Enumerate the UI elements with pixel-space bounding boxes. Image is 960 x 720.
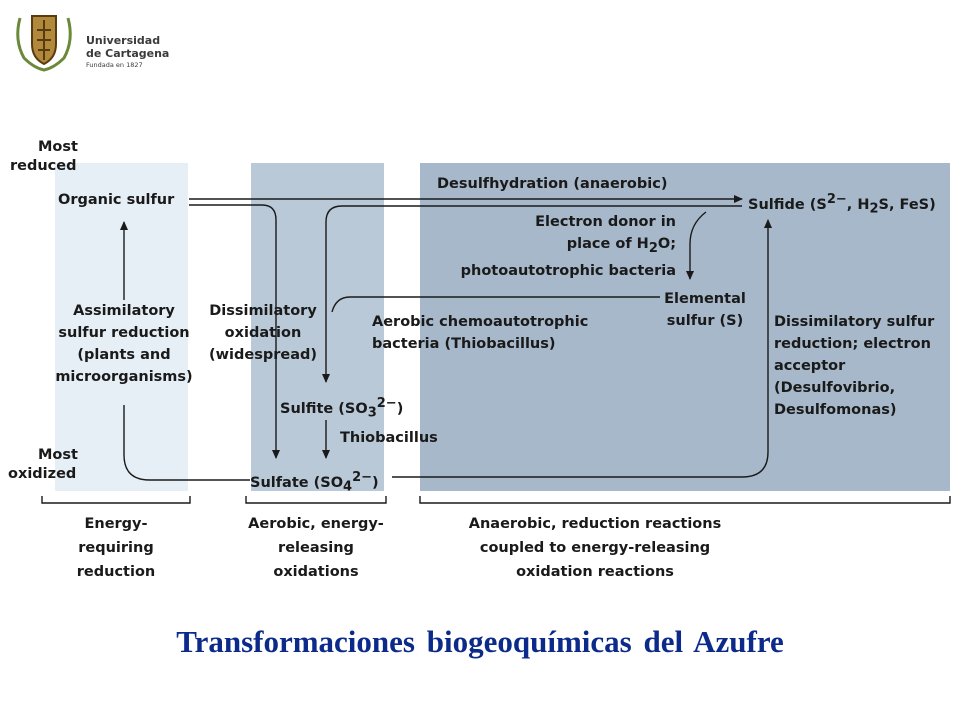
university-tagline: Fundada en 1827 [86, 61, 143, 69]
label-aerobic-releasing-line1: Aerobic, energy- [248, 516, 384, 532]
node-elemental-sulfur: Elemental sulfur (S) [655, 288, 755, 332]
label-dissimilatory-reduction-line1: Dissimilatory sulfur [774, 314, 935, 330]
bracket-mid [245, 496, 387, 504]
node-sulfide: Sulfide (S2−, H2S, FeS) [748, 189, 936, 221]
label-dissimilatory-reduction: Dissimilatory sulfur reduction; electron… [774, 311, 934, 421]
band-anaerobic [420, 163, 950, 491]
node-elemental-sulfur-line1: Elemental [664, 291, 746, 307]
label-anaerobic-reduction-line2: coupled to energy-releasing [479, 540, 711, 556]
node-sulfide-text-b: , H [846, 196, 870, 213]
node-sulfate-superscript: 2− [352, 470, 373, 485]
arrow-dissimilatory-oxidation [189, 204, 280, 459]
node-sulfate-text: Sulfate (SO [250, 474, 344, 491]
band-assimilatory [55, 163, 188, 491]
label-dissimilatory-oxidation-line2: oxidation [224, 325, 302, 341]
university-name-line2: de Cartagena [86, 47, 170, 60]
label-dissimilatory-oxidation-line1: Dissimilatory [209, 303, 317, 319]
label-most-oxidized-line1: Most [38, 447, 78, 463]
label-electron-donor-line2: place of H2O; [430, 233, 676, 260]
label-electron-donor-line1: Electron donor in [535, 214, 676, 230]
arrow-elemental-to-sulfite [331, 296, 660, 313]
label-thiobacillus: Thiobacillus [340, 430, 438, 446]
node-sulfate: Sulfate (SO42−) [250, 467, 379, 499]
label-energy-requiring-line1: Energy- [84, 516, 148, 532]
label-anaerobic-reduction-line1: Anaerobic, reduction reactions [468, 516, 722, 532]
label-aerobic-chemo: Aerobic chemoautotrophic bacteria (Thiob… [372, 311, 588, 355]
label-anaerobic-reduction: Anaerobic, reduction reactions coupled t… [440, 512, 750, 584]
band-aerobic [251, 163, 384, 491]
node-sulfite-text: Sulfite (SO [280, 400, 368, 417]
label-dissimilatory-oxidation: Dissimilatory oxidation (widespread) [198, 300, 328, 366]
bracket-left [41, 496, 191, 504]
label-electron-donor-line3: photoautotrophic bacteria [460, 262, 676, 279]
label-assimilatory-line4: microorganisms) [55, 369, 193, 385]
label-anaerobic-reduction-line3: oxidation reactions [516, 564, 674, 580]
node-sulfite-subscript: 3 [367, 405, 377, 421]
label-aerobic-releasing-line3: oxidations [273, 564, 359, 580]
label-energy-requiring: Energy- requiring reduction [40, 512, 192, 584]
node-sulfide-superscript: 2− [826, 192, 847, 207]
label-assimilatory-line1: Assimilatory [73, 303, 175, 319]
label-electron-donor-line2b: O; [657, 236, 676, 252]
label-most-oxidized-line2: oxidized [8, 466, 77, 482]
label-aerobic-chemo-line1: Aerobic chemoautotrophic [372, 314, 589, 330]
label-energy-requiring-line3: reduction [76, 564, 156, 580]
university-name-line1: Universidad [86, 34, 161, 47]
label-electron-donor-subscript: 2 [648, 240, 658, 256]
arrow-sulfide-to-elemental [686, 211, 707, 280]
label-aerobic-chemo-line2: bacteria (Thiobacillus) [372, 336, 556, 352]
bracket-right [419, 496, 951, 504]
shield-emblem-icon [16, 15, 72, 72]
label-most-reduced-line1: Most [38, 139, 78, 155]
label-energy-requiring-line2: requiring [78, 540, 154, 556]
node-sulfide-text-c: S, FeS) [878, 196, 936, 213]
label-dissimilatory-reduction-line2: reduction; electron [774, 336, 931, 352]
node-sulfide-subscript: 2 [869, 201, 879, 217]
label-most-reduced-line2: reduced [10, 158, 77, 174]
label-dissimilatory-reduction-line3: acceptor [774, 358, 846, 374]
label-aerobic-releasing: Aerobic, energy- releasing oxidations [236, 512, 396, 584]
label-electron-donor-line2a: place of H [566, 236, 649, 252]
label-dissimilatory-reduction-line5: Desulfomonas) [774, 402, 897, 418]
label-assimilatory: Assimilatory sulfur reduction (plants an… [44, 300, 204, 388]
arrow-sulfate-to-organic [123, 405, 250, 481]
label-dissimilatory-reduction-line4: (Desulfovibrio, [774, 380, 896, 396]
label-assimilatory-line3: (plants and [77, 347, 171, 363]
label-aerobic-releasing-line2: releasing [278, 540, 354, 556]
label-most-oxidized: Most oxidized [8, 446, 78, 484]
label-assimilatory-line2: sulfur reduction [58, 325, 190, 341]
node-elemental-sulfur-line2: sulfur (S) [666, 313, 744, 329]
label-dissimilatory-oxidation-line3: (widespread) [209, 347, 317, 363]
node-sulfite-superscript: 2− [376, 396, 397, 411]
label-desulfhydration: Desulfhydration (anaerobic) [437, 176, 668, 192]
label-electron-donor: Electron donor in place of H2O; photoaut… [430, 211, 676, 282]
slide-title: Transformaciones biogeoquímicas del Azuf… [176, 624, 784, 659]
arrow-sulfide-to-sulfite [322, 205, 742, 383]
node-sulfide-text-a: Sulfide (S [748, 196, 827, 213]
node-sulfate-close: ) [372, 474, 379, 491]
label-most-reduced: Most reduced [10, 138, 78, 176]
node-organic-sulfur: Organic sulfur [58, 192, 175, 208]
node-sulfite-close: ) [396, 400, 404, 417]
arrow-sulfate-to-sulfide [392, 219, 772, 478]
node-sulfate-subscript: 4 [343, 479, 353, 495]
node-sulfite: Sulfite (SO32−) [280, 393, 403, 425]
